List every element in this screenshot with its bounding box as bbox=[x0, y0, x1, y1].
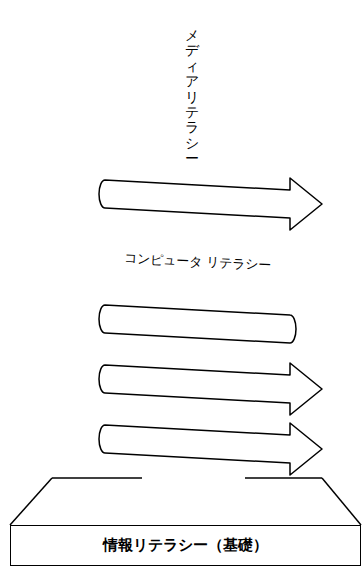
ribbon-loop bbox=[99, 423, 322, 475]
ribbon-label: コンピュータ リテラシー bbox=[100, 249, 296, 275]
base-box: 情報リテラシー（基礎） bbox=[10, 525, 361, 566]
base-edge bbox=[322, 478, 361, 525]
base-label: 情報リテラシー（基礎） bbox=[103, 536, 268, 555]
base-edge bbox=[10, 478, 52, 525]
ribbon-shape bbox=[99, 243, 296, 281]
spiral-ribbon bbox=[99, 178, 322, 475]
vertical-label: メディアリテラシー bbox=[185, 28, 199, 167]
base-edge bbox=[52, 477, 142, 479]
ribbon-loop bbox=[99, 178, 322, 230]
base-top-face bbox=[10, 478, 361, 525]
ribbon-loop bbox=[99, 305, 296, 343]
base-edge bbox=[245, 477, 322, 479]
ribbon-band: コンピュータ リテラシー bbox=[100, 243, 295, 281]
ribbon-loop bbox=[99, 363, 322, 415]
